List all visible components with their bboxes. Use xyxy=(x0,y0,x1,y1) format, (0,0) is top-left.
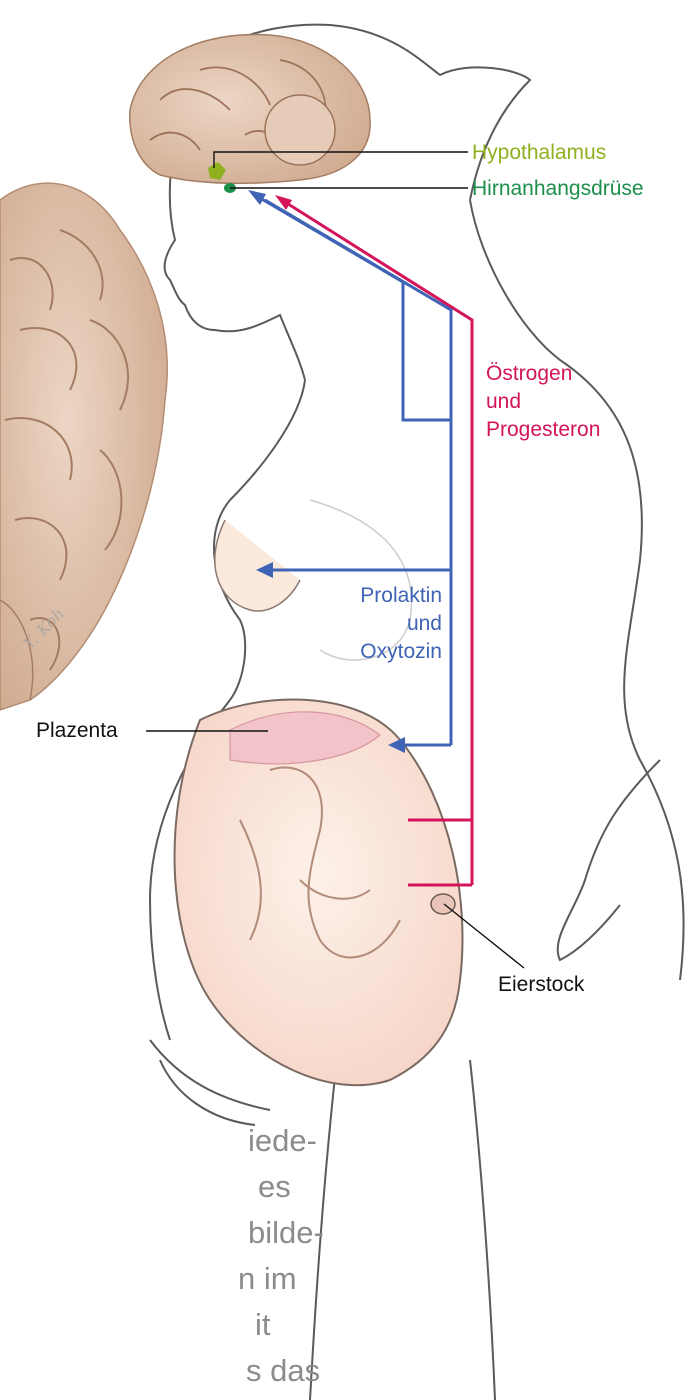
head-brain xyxy=(130,34,370,183)
label-ovary: Eierstock xyxy=(498,972,584,997)
hands xyxy=(150,1040,270,1125)
label-ovarian-hormones: Östrogen und Progesteron xyxy=(486,360,600,444)
prolactin-oxytocin-pathway xyxy=(248,190,451,753)
ovary xyxy=(431,894,455,914)
label-pituitary: Hirnanhangsdrüse xyxy=(472,176,644,201)
uterus-with-fetus xyxy=(175,700,463,1086)
background-brain-illustration xyxy=(0,183,167,710)
label-placenta: Plazenta xyxy=(36,718,118,743)
cropped-body-text: iede- es bilde- n im it s das xyxy=(0,1118,300,1394)
label-hypothalamus: Hypothalamus xyxy=(472,140,606,165)
label-pituitary-hormones: Prolaktin und Oxytozin xyxy=(312,582,442,666)
